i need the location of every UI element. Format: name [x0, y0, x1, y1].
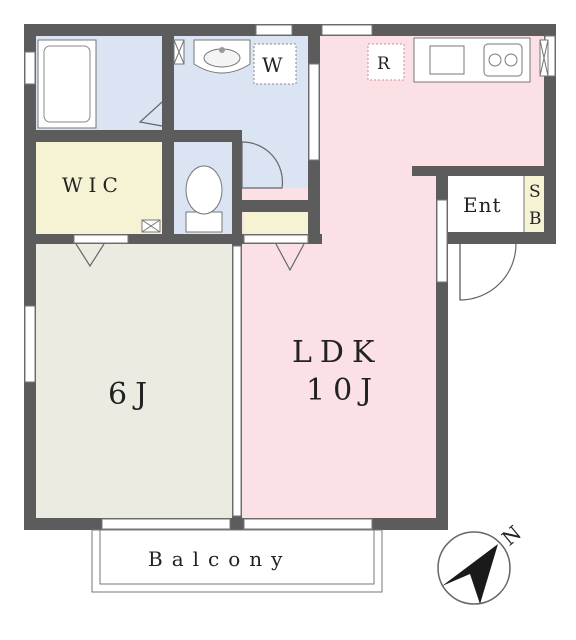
storage-floor: [244, 212, 308, 234]
ldk-size-label: 10J: [306, 373, 380, 408]
toilet: [185, 165, 223, 233]
balcony: [91, 529, 383, 593]
wic-label: WIC: [62, 173, 124, 197]
entrance-label: Ent: [463, 193, 502, 217]
shoe-box-label-1: S: [529, 182, 541, 202]
shoe-box-floor: [524, 176, 546, 232]
cabinets: [141, 39, 549, 233]
shoe-box-label-2: B: [529, 209, 542, 229]
door-swings: [75, 101, 517, 301]
washroom-label: W: [262, 53, 289, 77]
compass-arrow-icon: [442, 544, 498, 604]
balcony-label: Balcony: [148, 547, 291, 571]
kitchen-counter: [413, 37, 531, 83]
bedroom-floor: [36, 244, 232, 518]
refrigerator-label: R: [377, 54, 391, 74]
windows: [24, 24, 556, 530]
bedroom-label: 6J: [108, 377, 155, 412]
compass: N: [437, 517, 530, 605]
washroom-label-box: [253, 43, 297, 85]
entrance-floor: [448, 176, 524, 232]
ldk-label: LDK: [292, 335, 382, 370]
wic-floor: [36, 142, 162, 234]
refrigerator-label-box: [367, 43, 405, 81]
wash-basin: [193, 39, 251, 74]
bathtub: [37, 39, 97, 129]
